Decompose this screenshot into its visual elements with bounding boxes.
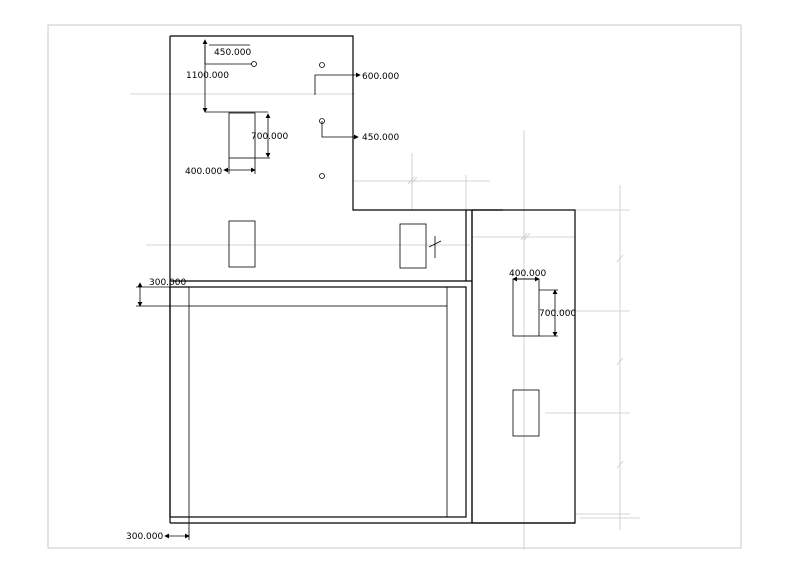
- dimension-labels: 450.000 1100.000 600.000 700.000 450.000…: [126, 48, 576, 542]
- dim-400-left: 400.000: [185, 167, 222, 177]
- dim-450-top: 450.000: [214, 48, 251, 58]
- fixture-circle: [319, 62, 325, 68]
- dim-300-bottom: 300.000: [126, 532, 163, 542]
- dim-700-right: 700.000: [539, 309, 576, 319]
- dim-600: 600.000: [362, 72, 399, 82]
- opening-right-upper: [512, 278, 540, 337]
- dimension-lines: [136, 39, 558, 540]
- building-outline: [169, 35, 576, 524]
- opening-middle: [399, 223, 427, 269]
- fixture-circle: [251, 61, 257, 67]
- opening-left-lower: [228, 220, 256, 268]
- fixture-circle: [319, 173, 325, 179]
- dim-300-side: 300.000: [149, 278, 186, 288]
- guide-lines: [130, 93, 640, 550]
- opening-right-lower: [512, 389, 540, 437]
- dim-1100: 1100.000: [186, 71, 229, 81]
- fixture-points: [251, 61, 325, 179]
- openings: [228, 112, 540, 437]
- dim-400-right: 400.000: [509, 269, 546, 279]
- inner-frame: [169, 286, 467, 523]
- opening-left-upper: [228, 112, 256, 159]
- sheet-frame: [47, 24, 742, 549]
- dim-700-left: 700.000: [251, 132, 288, 142]
- dim-450-mid: 450.000: [362, 133, 399, 143]
